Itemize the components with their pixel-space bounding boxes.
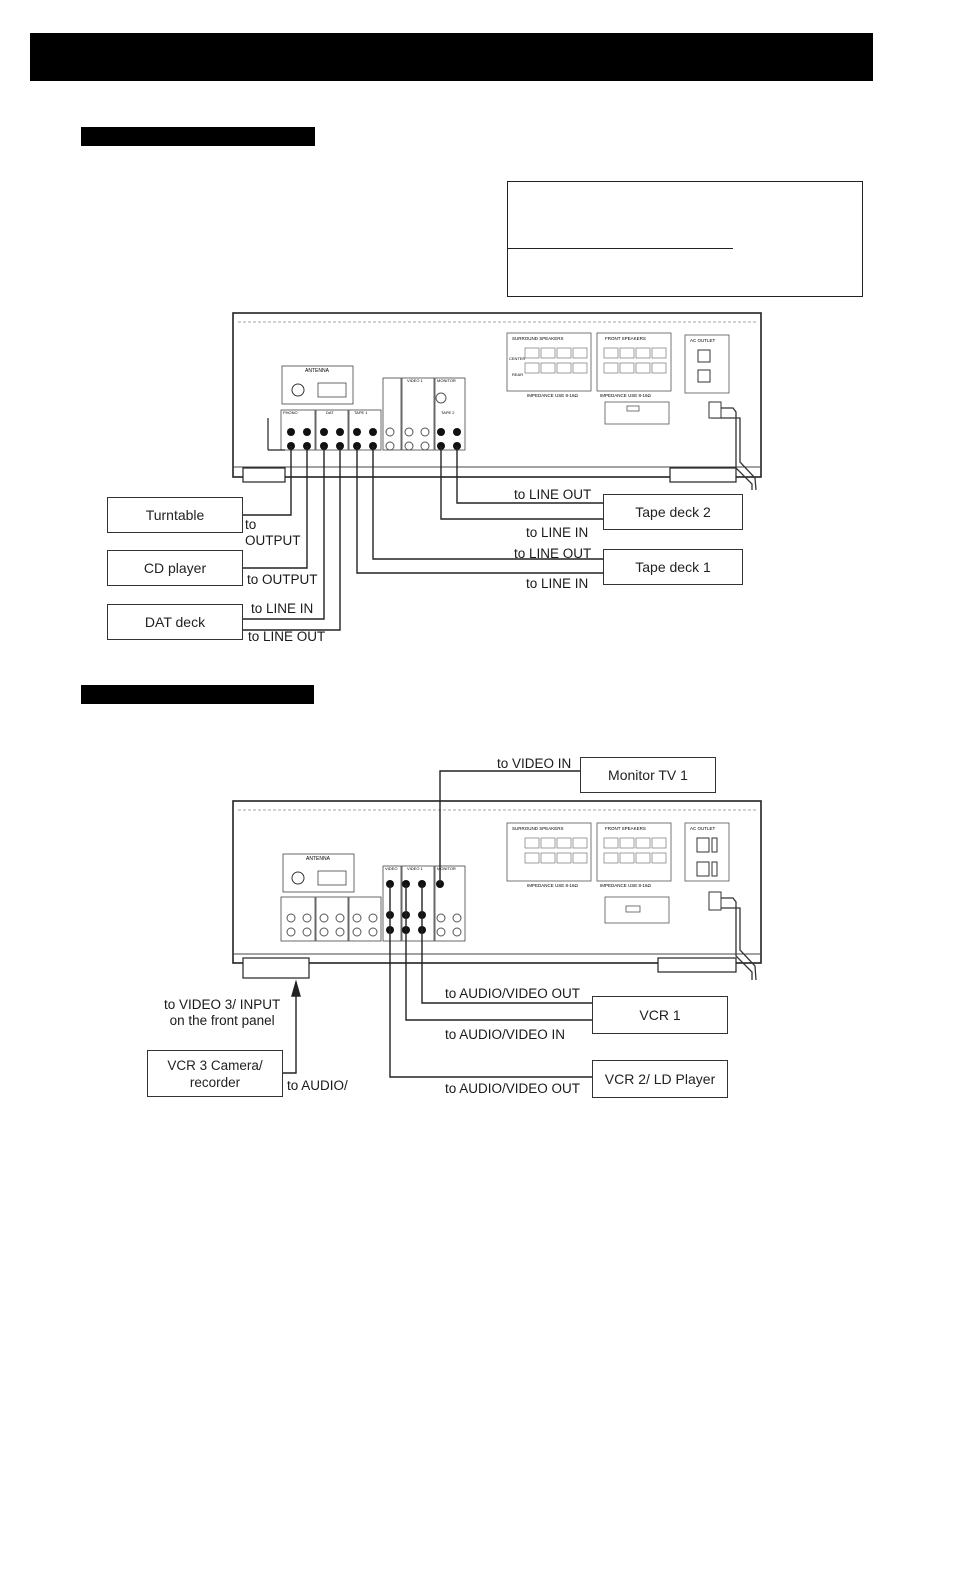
- video-label: VIDEO: [385, 866, 397, 871]
- dat-group: [315, 409, 349, 451]
- audio-connection-diagram: ANTENNA PHONO DAT TAPE 1 TAPE 2 MONITOR …: [232, 312, 762, 631]
- tape2-label: TAPE 2: [441, 410, 455, 415]
- antenna-block: [281, 365, 354, 405]
- video1-group: [401, 865, 435, 942]
- ac-outlet-block: [684, 822, 730, 882]
- page-header-bar: [30, 33, 873, 81]
- dat-group: [315, 896, 349, 942]
- tape1-group: [348, 896, 382, 942]
- tape-deck-1-box: Tape deck 1: [603, 549, 743, 585]
- phono-label: PHONO: [283, 410, 298, 415]
- antenna-label: ANTENNA: [306, 856, 331, 862]
- vcr1-in-label: to AUDIO/VIDEO IN: [445, 1027, 566, 1042]
- front-speakers-block: [596, 822, 672, 882]
- receiver-foot-left: [242, 467, 286, 483]
- vcr2-out-label: to AUDIO/VIDEO OUT: [445, 1081, 581, 1096]
- surround-speakers-block: [506, 822, 592, 882]
- note-divider: [508, 248, 733, 249]
- monitor-label: MONITOR: [437, 378, 456, 383]
- receiver-foot-right: [669, 467, 737, 483]
- td1-to-line-out-label: to LINE OUT: [514, 546, 592, 561]
- monitor-label: MONITOR: [437, 866, 456, 871]
- cd-to-output-label: to OUTPUT: [247, 572, 318, 587]
- dat-label: DAT: [326, 410, 334, 415]
- dat-deck-box: DAT deck: [107, 604, 243, 640]
- dat-to-line-out-label: to LINE OUT: [248, 629, 326, 644]
- front-speakers-label: FRONT SPEAKERS: [605, 826, 646, 831]
- ac-outlet-block: [684, 334, 730, 394]
- dat-to-line-in-label: to LINE IN: [251, 601, 314, 616]
- tape1-group: [348, 409, 382, 451]
- to-video-in-label: to VIDEO IN: [497, 756, 572, 771]
- video-group: [382, 865, 402, 942]
- tape-deck-2-box: Tape deck 2: [603, 494, 743, 530]
- note-box: [507, 181, 863, 297]
- video-section-heading-bar: [81, 685, 314, 704]
- impedance-selector: [604, 401, 670, 425]
- audio-connection-lines: [243, 446, 603, 631]
- receiver-foot-right: [657, 957, 737, 973]
- turntable-to-label: to: [245, 517, 257, 532]
- vcr1-box: VCR 1: [592, 996, 728, 1034]
- center-label: CENTER: [509, 356, 526, 361]
- receiver-foot-left: [242, 957, 310, 979]
- surround-speakers-block: [506, 332, 592, 392]
- impedance-selector: [604, 896, 670, 924]
- vcr1-out-label: to AUDIO/VIDEO OUT: [445, 986, 581, 1001]
- cd-player-box: CD player: [107, 550, 243, 586]
- vcr3-box: VCR 3 Camera/ recorder: [147, 1050, 283, 1097]
- front-speakers-block: [596, 332, 672, 392]
- phono-cd-group: [280, 409, 316, 451]
- rear-label: REAR: [512, 372, 523, 377]
- td2-to-line-out-label: to LINE OUT: [514, 487, 592, 502]
- tape1-label: TAPE 1: [354, 410, 368, 415]
- phono-cd-group: [280, 896, 316, 942]
- impedance-use-label-1: IMPEDANCE USE 8-16Ω: [527, 393, 579, 398]
- ac-outlet-label: AC OUTLET: [690, 338, 716, 343]
- ac-outlet-label: AC OUTLET: [690, 826, 716, 831]
- front-speakers-label: FRONT SPEAKERS: [605, 336, 646, 341]
- turntable-output-label: OUTPUT: [245, 533, 301, 548]
- surround-speakers-label: SURROUND SPEAKERS: [512, 826, 564, 831]
- surround-speakers-label: SURROUND SPEAKERS: [512, 336, 564, 341]
- video1-label: VIDEO 1: [407, 866, 424, 871]
- impedance-use-label-2: IMPEDANCE USE 8-16Ω: [600, 883, 652, 888]
- impedance-use-label-2: IMPEDANCE USE 8-16Ω: [600, 393, 652, 398]
- video-connection-diagram: ANTENNA VIDEO VIDEO 1 MONITOR SURROUND S…: [232, 770, 762, 1078]
- vcr2-box: VCR 2/ LD Player: [592, 1060, 728, 1098]
- impedance-use-label-1: IMPEDANCE USE 8-16Ω: [527, 883, 579, 888]
- antenna-label: ANTENNA: [305, 368, 330, 374]
- monitor-tv-box: Monitor TV 1: [580, 757, 716, 793]
- td1-to-line-in-label: to LINE IN: [526, 576, 589, 591]
- audio-section-heading-bar: [81, 127, 315, 146]
- monitor-tape2-group: [434, 865, 466, 942]
- front-panel-label: to VIDEO 3/ INPUT on the front panel: [164, 997, 281, 1028]
- video1-group: [401, 377, 435, 451]
- vcr3-audio-label: to AUDIO/: [287, 1078, 348, 1093]
- monitor-tape2-group: [434, 377, 466, 451]
- turntable-box: Turntable: [107, 497, 243, 533]
- video-connection-lines: [282, 770, 592, 1078]
- video1-label: VIDEO 1: [407, 378, 424, 383]
- td2-to-line-in-label: to LINE IN: [526, 525, 589, 540]
